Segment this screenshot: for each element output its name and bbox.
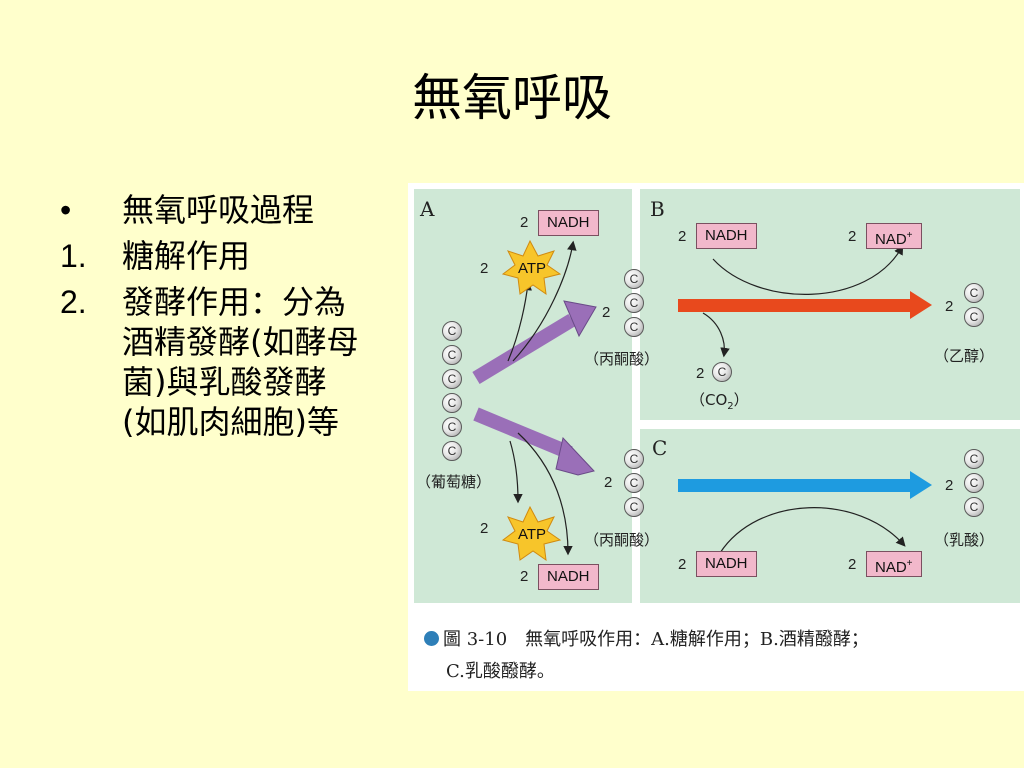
arrow-nadh-to-nad-b [712, 244, 904, 295]
carbon-atom: C [442, 345, 462, 365]
arrow-nadh-to-nad-c [719, 507, 906, 554]
pathway-arrows [472, 239, 932, 562]
atp-top-count: 2 [480, 260, 489, 277]
carbon-atom: C [624, 449, 644, 469]
figure-bullet-icon [424, 631, 439, 646]
nadh-c-box: NADH [696, 551, 757, 577]
nad-c-text: NAD [875, 559, 907, 576]
carbon-atom: C [442, 369, 462, 389]
bullet-item: • 無氧呼吸過程 [60, 190, 380, 230]
arrow-to-co2 [702, 312, 730, 358]
carbon-atom: C [624, 497, 644, 517]
nad-b-box: NAD+ [866, 223, 922, 249]
atp-top-label: ATP [517, 260, 547, 277]
pyruvate-top-label: （丙酮酸） [584, 350, 660, 368]
figure-caption: 圖 3-10 無氧呼吸作用：A.糖解作用；B.酒精醱酵； C.乳酸醱酵。 [424, 624, 1020, 688]
purple-arrow-up [472, 300, 597, 384]
item-number: 2. [60, 284, 87, 320]
nad-c-box: NAD+ [866, 551, 922, 577]
nadh-b-count: 2 [678, 228, 687, 245]
carbon-atom: C [964, 497, 984, 517]
numbered-item-2: 2. 發酵作用：分為酒精發酵(如酵母菌)與乳酸發酵(如肌肉細胞)等 [60, 282, 380, 442]
carbon-atom: C [964, 307, 984, 327]
co2-count: 2 [696, 365, 705, 382]
ethanol-count: 2 [945, 298, 954, 315]
caption-line-1: 圖 3-10 無氧呼吸作用：A.糖解作用；B.酒精醱酵； [424, 624, 1020, 656]
nadh-top-box: NADH [538, 210, 599, 236]
bullet-marker: • [60, 192, 72, 228]
blue-arrow [678, 471, 932, 499]
carbon-atom: C [442, 321, 462, 341]
glucose-label: （葡萄糖） [416, 473, 492, 491]
carbon-atom: C [624, 293, 644, 313]
co2-suffix: ） [733, 391, 749, 409]
co2-subscript: 2 [727, 401, 734, 412]
nad-c-count: 2 [848, 556, 857, 573]
nadh-c-count: 2 [678, 556, 687, 573]
panel-b-label: B [650, 197, 665, 221]
atp-bottom-label: ATP [517, 526, 547, 543]
panel-c-label: C [652, 436, 668, 460]
lactic-count: 2 [945, 477, 954, 494]
nadh-b-box: NADH [696, 223, 757, 249]
carbon-atom: C [624, 269, 644, 289]
anaerobic-respiration-figure: A 2 NADH 2 ATP （葡萄糖） 2 2 ATP 2 NADH 2 （丙… [408, 183, 1024, 691]
carbon-atom: C [442, 393, 462, 413]
pyruvate-top-count: 2 [602, 304, 611, 321]
co2-carbon-atom: C [712, 362, 732, 382]
co2-prefix: （CO [690, 391, 728, 409]
page-title: 無氧呼吸 [412, 69, 612, 127]
caption-line-1-text: 圖 3-10 無氧呼吸作用：A.糖解作用；B.酒精醱酵； [443, 629, 869, 650]
atp-star-top-icon [501, 239, 562, 296]
lactic-label: （乳酸） [934, 531, 995, 549]
pyruvate-bottom-label: （丙酮酸） [584, 531, 660, 549]
item-text: 糖解作用 [122, 237, 251, 275]
bullet-text: 無氧呼吸過程 [122, 191, 315, 229]
nad-b-count: 2 [848, 228, 857, 245]
item-text: 發酵作用：分為酒精發酵(如酵母菌)與乳酸發酵(如肌肉細胞)等 [122, 283, 359, 441]
atp-star-bottom-icon [501, 505, 562, 562]
carbon-atom: C [442, 441, 462, 461]
arrow-to-atp-bottom [509, 440, 523, 504]
carbon-atom: C [624, 473, 644, 493]
nadh-bottom-count: 2 [520, 568, 529, 585]
atp-bottom-count: 2 [480, 520, 489, 537]
carbon-atom: C [964, 473, 984, 493]
numbered-item-1: 1. 糖解作用 [60, 236, 380, 276]
carbon-atom: C [442, 417, 462, 437]
arrow-to-nadh-top [512, 240, 577, 362]
ethanol-label: （乙醇） [934, 347, 995, 365]
co2-label: （CO2） [690, 389, 749, 412]
panel-a-label: A [420, 197, 435, 221]
arrow-to-nadh-bottom [517, 432, 573, 556]
nadh-top-count: 2 [520, 214, 529, 231]
item-number: 1. [60, 238, 87, 274]
nad-b-text: NAD [875, 231, 907, 248]
caption-line-2: C.乳酸醱酵。 [446, 661, 555, 682]
bullet-list: • 無氧呼吸過程 1. 糖解作用 2. 發酵作用：分為酒精發酵(如酵母菌)與乳酸… [60, 190, 380, 442]
nadh-bottom-box: NADH [538, 564, 599, 590]
nad-c-charge: + [906, 558, 913, 569]
carbon-atom: C [964, 449, 984, 469]
purple-arrow-down [473, 407, 595, 476]
nad-b-charge: + [906, 230, 913, 241]
carbon-atom: C [624, 317, 644, 337]
orange-arrow [678, 291, 932, 319]
carbon-atom: C [964, 283, 984, 303]
pyruvate-bottom-count: 2 [604, 474, 613, 491]
